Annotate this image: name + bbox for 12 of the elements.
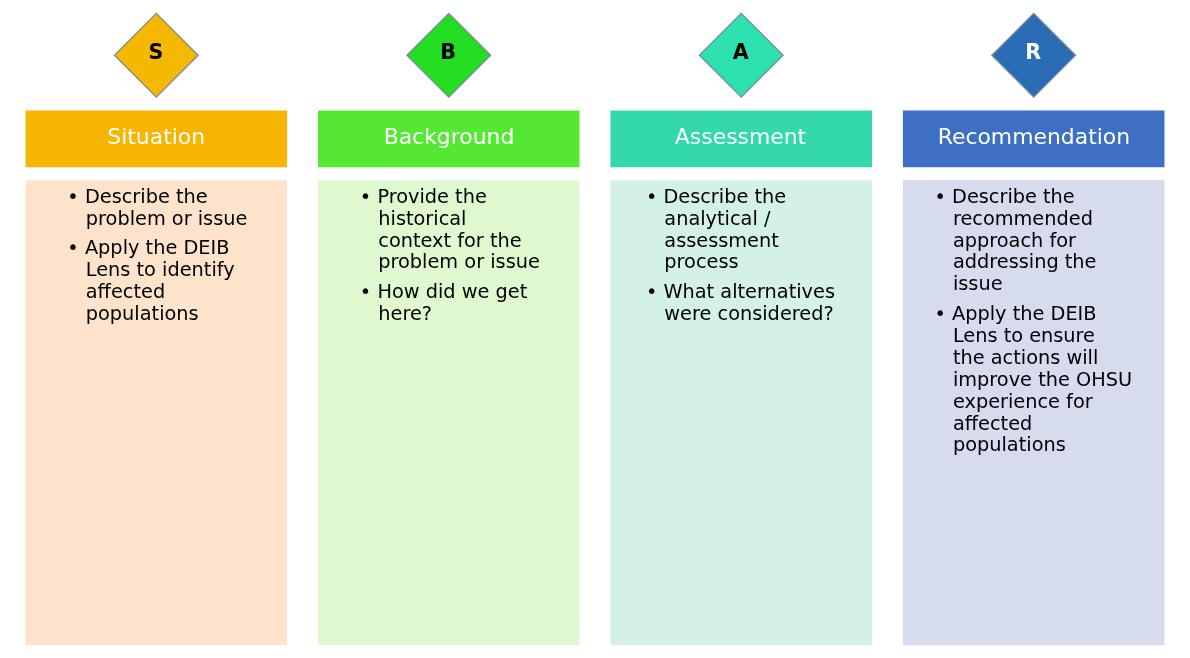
- node-box: Recommendation: [902, 110, 1165, 168]
- node-diamond: S: [113, 12, 200, 98]
- node-box: • Provide the historical context for the problem or issue • How did we get here?: [318, 180, 580, 646]
- node-box: • Describe the analytical / assessment process • What alternatives were considered?: [610, 180, 872, 646]
- node-box: Background: [318, 110, 580, 168]
- node-box: Situation: [25, 110, 288, 168]
- node-box: • Describe the problem or issue • Apply the DEIB Lens to identify affected populations: [25, 180, 288, 646]
- node-box: • Describe the recommended approach for addressing the issue • Apply the DEIB Lens to ensure the actions will improve the OHSU experience for affected populations: [902, 180, 1165, 646]
- node-diamond: A: [698, 12, 785, 98]
- node-diamond: R: [990, 12, 1077, 98]
- node-box: Assessment: [610, 110, 872, 168]
- node-diamond: B: [405, 12, 492, 98]
